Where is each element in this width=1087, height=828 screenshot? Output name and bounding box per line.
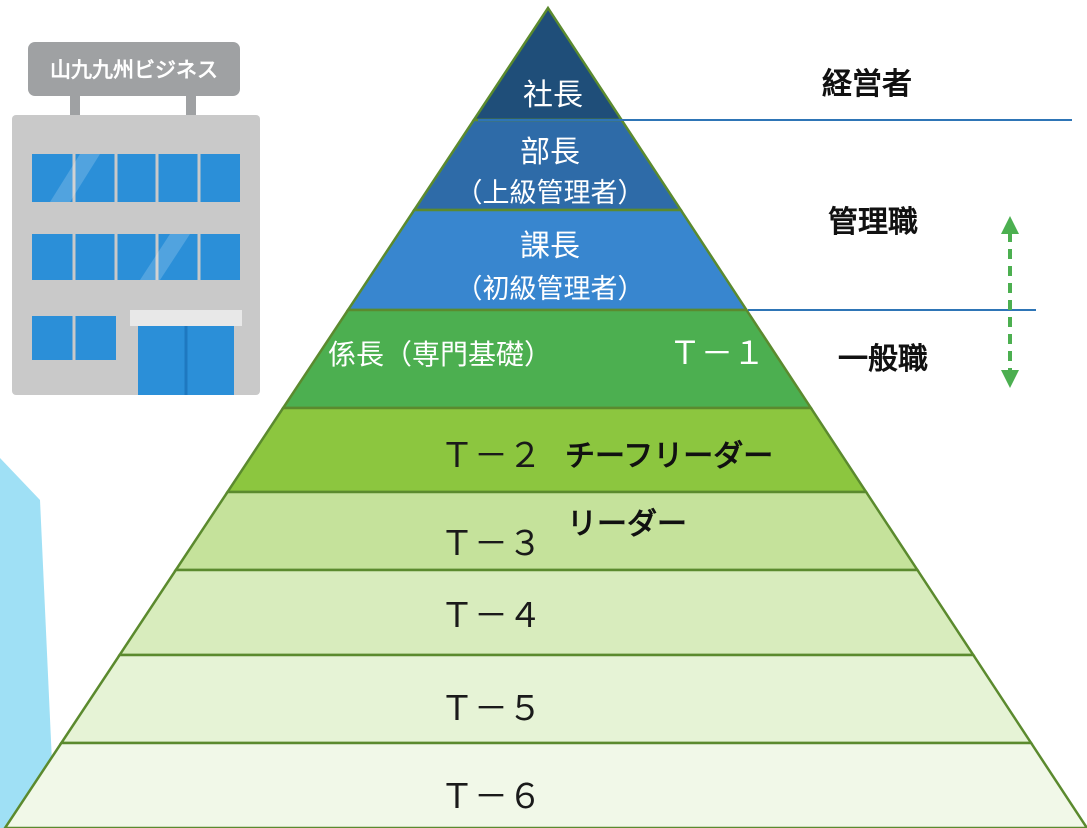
window-row-2 (32, 234, 240, 280)
category-executive: 経営者 (822, 67, 912, 102)
tier-label-bucho: 部長 (520, 135, 580, 170)
door-awning (130, 310, 242, 326)
tier-t5 (58, 653, 1034, 745)
tier-label-t6: Ｔ－６ (440, 777, 542, 817)
tier-t6 (3, 741, 1087, 828)
tier-t4 (117, 568, 976, 657)
window-row-1 (32, 154, 240, 202)
office-building-icon: 山九九州ビジネス (12, 42, 260, 395)
sign-post-left (70, 92, 80, 118)
role-team-leader: チーフリーダー (565, 439, 773, 474)
double-arrow-icon (1001, 216, 1019, 388)
tier-label-t4: Ｔ－４ (440, 596, 542, 636)
window-mullions (72, 154, 201, 360)
pyramid (3, 5, 1087, 828)
role-leader: リーダー (567, 507, 687, 542)
window-shine (50, 154, 100, 202)
tier-sublabel-t1: Ｔ－１ (669, 334, 765, 372)
sign-post-right (186, 92, 196, 118)
category-general: 一般職 (838, 342, 928, 377)
tier-label-t5: Ｔ－５ (440, 689, 542, 729)
category-management: 管理職 (828, 205, 918, 240)
tier-label-t2: Ｔ－２ (440, 436, 542, 476)
tier-label-t1: 係長（専門基礎） (328, 338, 552, 371)
tier-label-kacho: 課長 (520, 229, 580, 264)
tier-label-t3: Ｔ－３ (440, 524, 542, 564)
tier-t3 (173, 490, 920, 572)
tier-label-shacho: 社長 (523, 78, 583, 113)
tier-sublabel-bucho: （上級管理者） (456, 178, 645, 209)
building-sign (28, 42, 240, 96)
window-shine-2 (140, 234, 190, 280)
tier-sublabel-kacho: （初級管理者） (456, 274, 645, 305)
accent-shape (0, 458, 55, 828)
building-sign-text: 山九九州ビジネス (50, 58, 218, 82)
